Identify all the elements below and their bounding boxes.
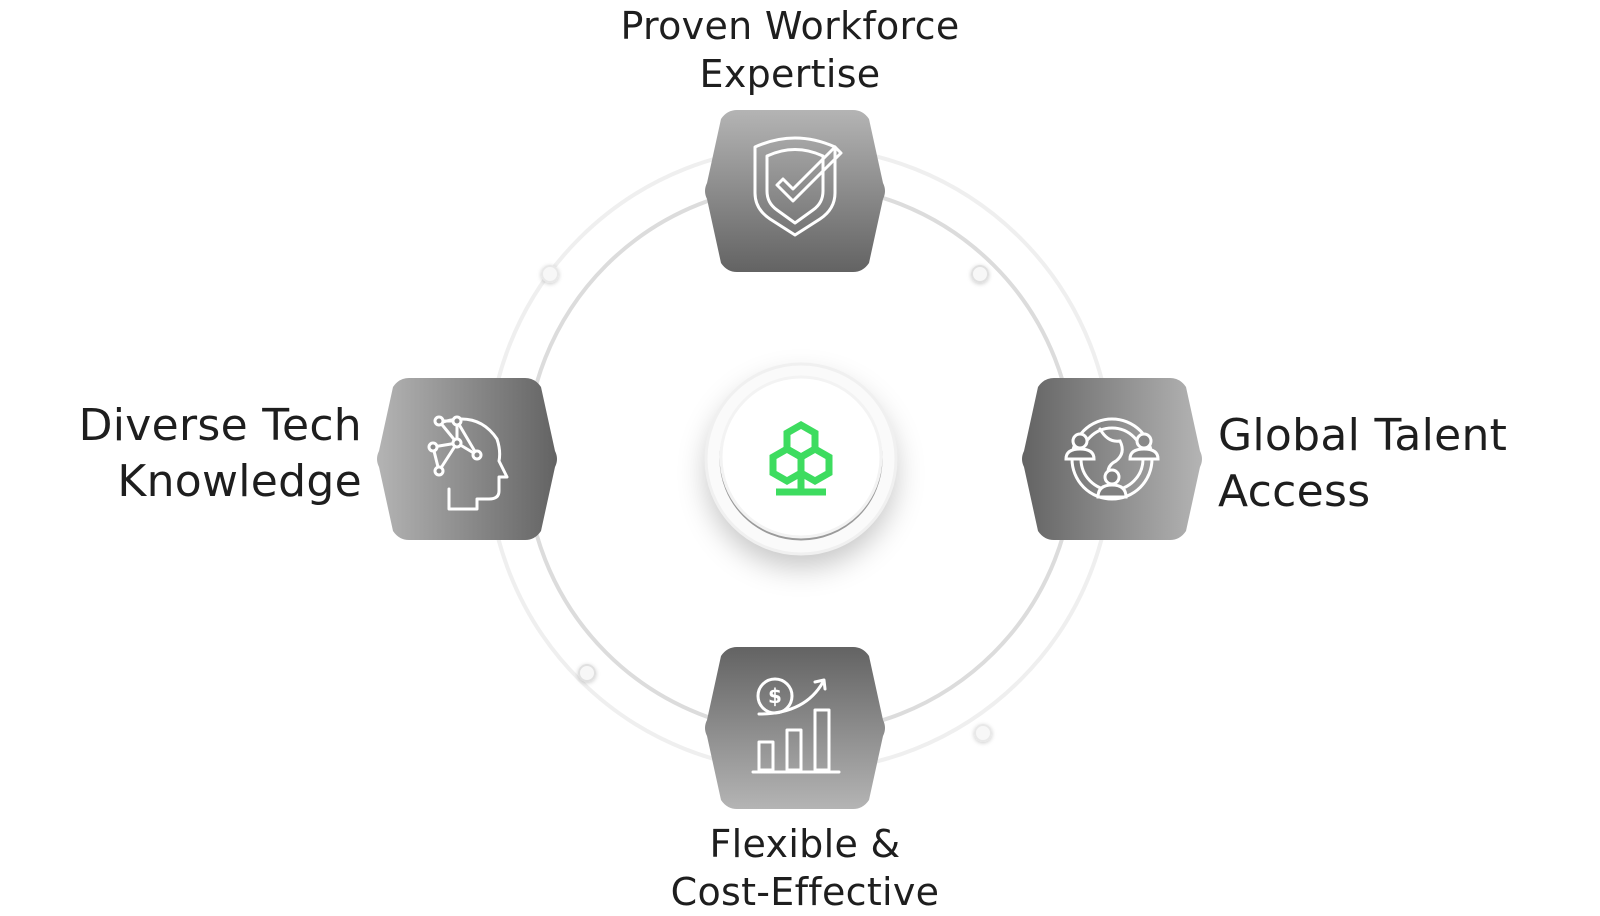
dollar-growth-chart-icon: $ xyxy=(751,677,841,774)
label-line: Cost-Effective xyxy=(670,870,940,914)
honeycomb-tree-icon xyxy=(769,420,833,496)
ring-dot xyxy=(974,724,992,742)
center-hub xyxy=(704,362,898,556)
globe-people-icon xyxy=(1064,417,1160,501)
node-right-hexagon xyxy=(1022,378,1202,540)
node-top-hexagon xyxy=(705,110,885,272)
label-line: Diverse Tech xyxy=(78,400,362,451)
node-bottom-hexagon: $ xyxy=(705,647,885,809)
svg-text:$: $ xyxy=(768,684,782,708)
label-line: Expertise xyxy=(699,52,881,96)
label-line: Access xyxy=(1218,466,1371,517)
brain-network-head-icon xyxy=(427,415,509,511)
label-line: Flexible & xyxy=(709,822,901,866)
ring-dots xyxy=(541,265,992,742)
label-line: Knowledge xyxy=(117,456,362,507)
node-right-label: Global Talent Access xyxy=(1218,408,1598,520)
label-line: Proven Workforce xyxy=(620,4,960,48)
node-top-label: Proven Workforce Expertise xyxy=(540,2,1040,98)
label-line: Global Talent xyxy=(1218,410,1508,461)
node-bottom-label: Flexible & Cost-Effective xyxy=(555,820,1055,916)
node-left-hexagon xyxy=(377,378,557,540)
ring-dot xyxy=(541,265,559,283)
ring-dot xyxy=(971,265,989,283)
node-left-label: Diverse Tech Knowledge xyxy=(0,398,362,510)
shield-check-icon xyxy=(753,136,843,237)
ring-dot xyxy=(578,664,596,682)
